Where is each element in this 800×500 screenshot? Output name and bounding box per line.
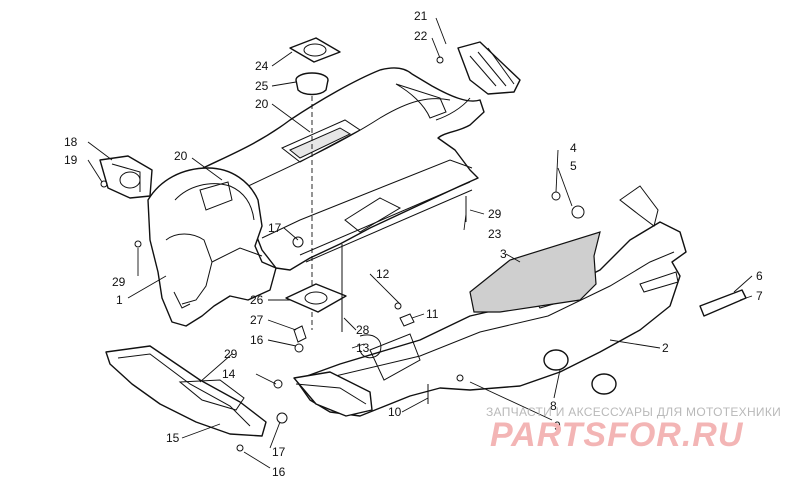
- callout-5: 5: [570, 159, 577, 173]
- left-bumper-skid: [105, 345, 267, 437]
- leader-lines: [87, 17, 753, 469]
- callout-23: 23: [488, 227, 502, 241]
- vent-hood: [99, 155, 153, 199]
- reflector-strip: [699, 289, 747, 317]
- lower-front-spoiler: [293, 371, 373, 417]
- callout-8: 8: [550, 399, 557, 413]
- lower-gasket-plate: [285, 283, 347, 313]
- callout-14: 14: [222, 367, 236, 381]
- callout-13: 13: [356, 341, 370, 355]
- hardware-clips: [100, 56, 585, 452]
- callout-6: 6: [756, 269, 763, 283]
- callout-22: 22: [414, 29, 428, 43]
- callout-9: 9: [554, 419, 561, 433]
- callout-7: 7: [756, 289, 763, 303]
- callout-20-top: 20: [255, 97, 269, 111]
- callout-17-lower: 17: [272, 445, 286, 459]
- insulation-panel: [469, 231, 601, 313]
- callout-16-upper: 16: [250, 333, 264, 347]
- callout-12: 12: [376, 267, 390, 281]
- callout-15: 15: [166, 431, 180, 445]
- callout-20-left: 20: [174, 149, 188, 163]
- callout-10: 10: [388, 405, 402, 419]
- callout-26: 26: [250, 293, 264, 307]
- callout-4: 4: [570, 141, 577, 155]
- callout-17-upper: 17: [268, 221, 282, 235]
- callout-1: 1: [116, 293, 123, 307]
- callout-19: 19: [64, 153, 78, 167]
- watermark-subtitle: ЗАПЧАСТИ И АКСЕССУАРЫ ДЛЯ МОТОТЕХНИКИ: [486, 405, 781, 419]
- callout-3: 3: [500, 247, 507, 261]
- callout-2: 2: [662, 341, 669, 355]
- callout-27: 27: [250, 313, 264, 327]
- top-vent-grille: [457, 41, 521, 95]
- callout-18: 18: [64, 135, 78, 149]
- callout-28: 28: [356, 323, 370, 337]
- site-watermark: ЗАПЧАСТИ И АКСЕССУАРЫ ДЛЯ МОТОТЕХНИКИ PA…: [486, 405, 781, 454]
- callout-24: 24: [255, 59, 269, 73]
- callout-16-lower: 16: [272, 465, 286, 479]
- callout-29-right: 29: [488, 207, 502, 221]
- watermark-brand: PARTSFOR.RU: [490, 416, 744, 454]
- callout-labels: 21 22 24 25 20 18 19 20 4 5 17 29 23 3 2…: [64, 9, 763, 479]
- callout-29-left: 29: [112, 275, 126, 289]
- left-side-panel: [147, 167, 277, 327]
- callout-29-lower: 29: [224, 347, 238, 361]
- callout-21: 21: [414, 9, 428, 23]
- callout-25: 25: [255, 79, 269, 93]
- callout-11: 11: [426, 307, 439, 321]
